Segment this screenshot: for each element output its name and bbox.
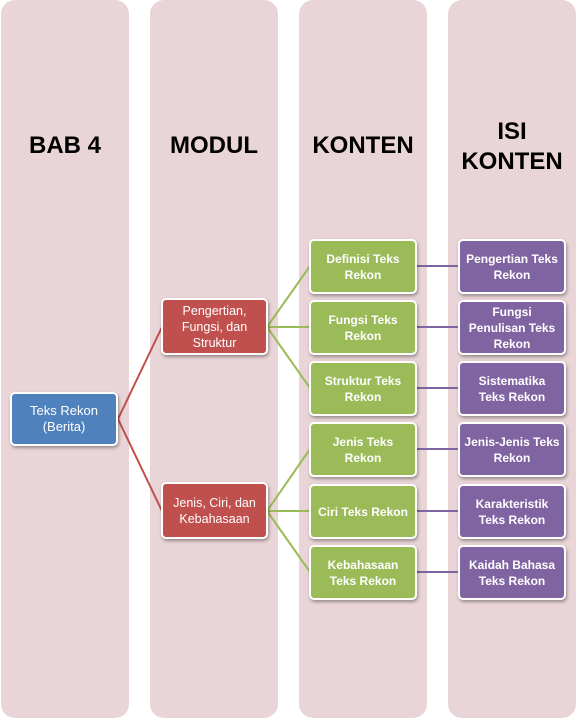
node-content-5: Ciri Teks Rekon xyxy=(309,484,417,539)
node-module-2: Jenis, Ciri, dan Kebahasaan xyxy=(161,482,268,539)
column-modul xyxy=(150,0,278,718)
column-bab xyxy=(1,0,129,718)
node-content-3: Struktur Teks Rekon xyxy=(309,361,417,416)
column-title-bab: BAB 4 xyxy=(28,132,101,159)
node-module-1: Pengertian, Fungsi, dan Struktur xyxy=(161,298,268,355)
connector-root-module-2 xyxy=(117,418,163,512)
connector-module1-content3 xyxy=(266,326,311,389)
node-detail-6: Kaidah Bahasa Teks Rekon xyxy=(458,545,566,600)
node-detail-4: Jenis-Jenis Teks Rekon xyxy=(458,422,566,477)
node-detail-2: Fungsi Penulisan Teks Rekon xyxy=(458,300,566,355)
column-title-modul: MODUL xyxy=(170,132,258,159)
node-detail-5: Karakteristik Teks Rekon xyxy=(458,484,566,539)
node-content-6: Kebahasaan Teks Rekon xyxy=(309,545,417,600)
connector-module2-content4 xyxy=(266,448,311,512)
node-detail-3: Sistematika Teks Rekon xyxy=(458,361,566,416)
column-title-isi-line2: KONTEN xyxy=(461,148,563,175)
node-content-4: Jenis Teks Rekon xyxy=(309,422,417,477)
node-content-2: Fungsi Teks Rekon xyxy=(309,300,417,355)
node-detail-1: Pengertian Teks Rekon xyxy=(458,239,566,294)
column-title-isi: ISI KONTEN xyxy=(448,117,576,177)
connector-module2-content6 xyxy=(266,510,311,573)
node-content-1: Definisi Teks Rekon xyxy=(309,239,417,294)
column-title-isi-line1: ISI xyxy=(497,118,527,145)
connector-module1-content1 xyxy=(266,265,311,328)
connector-root-module-1 xyxy=(117,326,163,420)
node-root: Teks Rekon (Berita) xyxy=(10,392,118,446)
column-title-konten: KONTEN xyxy=(312,132,414,159)
